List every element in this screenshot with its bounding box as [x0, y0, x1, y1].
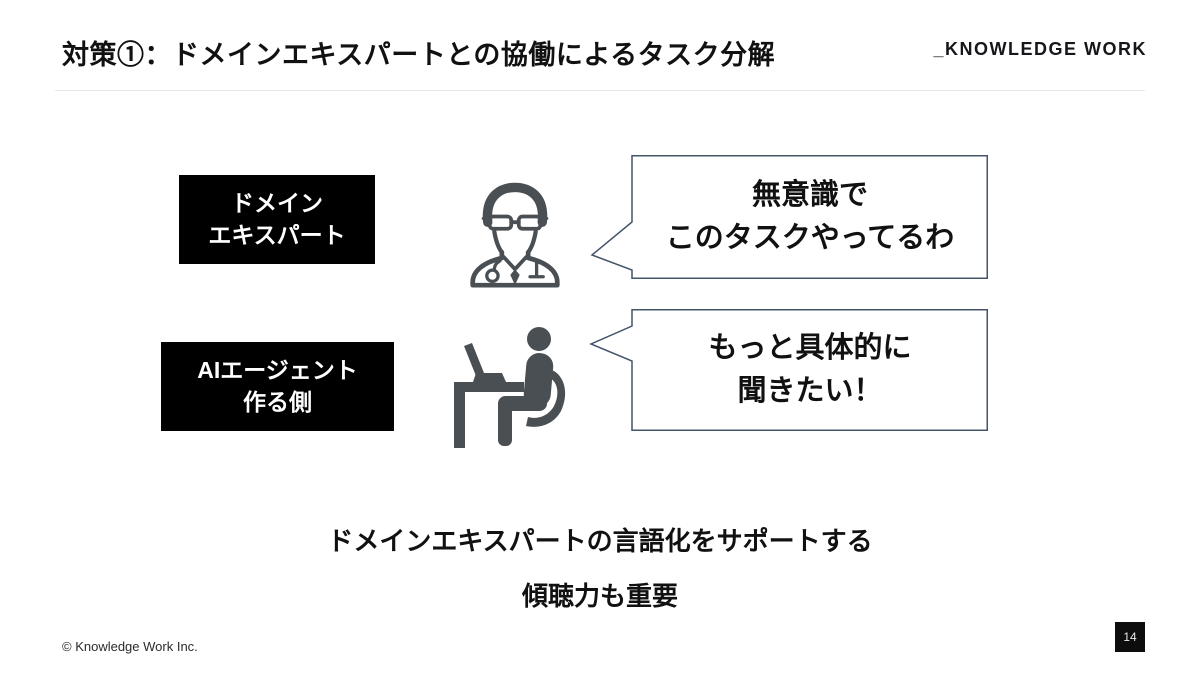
- desk-worker-icon: [452, 322, 580, 450]
- bubble1-line2: このタスクやってるわ: [665, 222, 955, 254]
- bubble2-line1: もっと具体的に: [708, 331, 912, 364]
- label-domain-expert: ドメイン エキスパート: [179, 175, 375, 264]
- bubble2-line2: 聞きたい！: [737, 375, 883, 407]
- bubble1-line1: 無意識で: [751, 178, 868, 211]
- speech-bubble-ai-builder: もっと具体的に 聞きたい！: [588, 309, 988, 431]
- speech-bubble-domain-expert-text: 無意識で このタスクやってるわ: [632, 155, 988, 279]
- label-ai-agent-builder-line2: 作る側: [243, 388, 312, 415]
- label-ai-agent-builder-line1: AIエージェント: [197, 357, 358, 384]
- label-domain-expert-line2: エキスパート: [208, 221, 346, 248]
- copyright: © Knowledge Work Inc.: [62, 639, 198, 654]
- bottom-message: ドメインエキスパートの言語化をサポートする 傾聴力も重要: [0, 528, 1200, 638]
- header-divider: [55, 90, 1145, 91]
- slide-title: 対策①：ドメインエキスパートとの協働によるタスク分解: [62, 40, 776, 70]
- page-number-badge: 14: [1115, 622, 1145, 652]
- doctor-icon: [468, 177, 562, 289]
- knowledge-work-logo: _KNOWLEDGE WORK: [933, 39, 1147, 59]
- label-domain-expert-line1: ドメイン: [231, 190, 323, 217]
- speech-bubble-outline: [590, 155, 988, 279]
- label-ai-agent-builder: AIエージェント 作る側: [161, 342, 394, 431]
- speech-bubble-outline: [589, 309, 988, 431]
- message-line-1: ドメインエキスパートの言語化をサポートする: [327, 526, 873, 556]
- message-line-2: 傾聴力も重要: [521, 581, 678, 611]
- speech-bubble-domain-expert: 無意識で このタスクやってるわ: [588, 155, 988, 279]
- speech-bubble-ai-builder-text: もっと具体的に 聞きたい！: [632, 309, 988, 431]
